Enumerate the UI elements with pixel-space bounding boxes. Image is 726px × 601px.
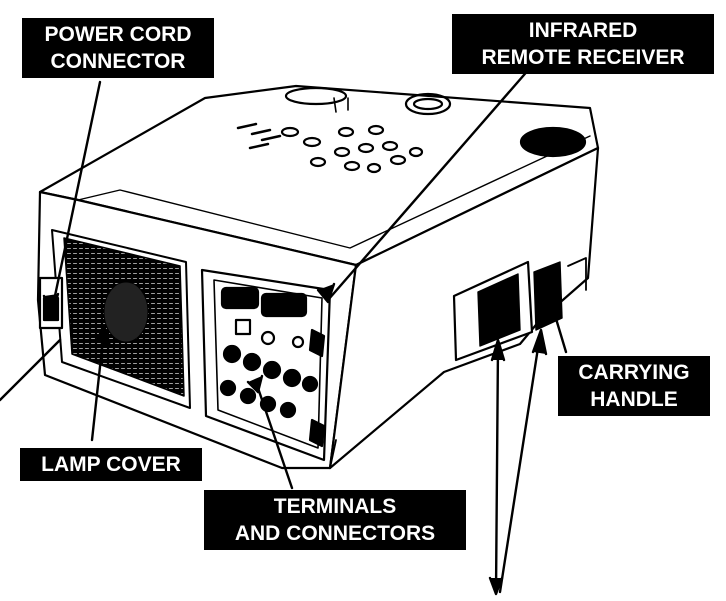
terminals-line-2: AND CONNECTORS — [212, 520, 458, 547]
power-cord-line-2: CONNECTOR — [30, 48, 206, 75]
power-cord-connector-label: POWER CORD CONNECTOR — [22, 18, 214, 78]
lamp-cover-label: LAMP COVER — [20, 448, 202, 481]
infrared-line-2: REMOTE RECEIVER — [460, 44, 706, 71]
terminals-line-1: TERMINALS — [212, 493, 458, 520]
infrared-remote-receiver-label: INFRARED REMOTE RECEIVER — [452, 14, 714, 74]
infrared-line-1: INFRARED — [460, 17, 706, 44]
carrying-handle-label: CARRYING HANDLE — [558, 356, 710, 416]
lamp-cover-line-1: LAMP COVER — [28, 451, 194, 478]
vent-leader-2 — [500, 335, 540, 592]
carrying-line-1: CARRYING — [566, 359, 702, 386]
carrying-line-2: HANDLE — [566, 386, 702, 413]
terminals-and-connectors-label: TERMINALS AND CONNECTORS — [204, 490, 466, 550]
power-cord-line-1: POWER CORD — [30, 21, 206, 48]
vent-leader-1 — [496, 345, 498, 592]
